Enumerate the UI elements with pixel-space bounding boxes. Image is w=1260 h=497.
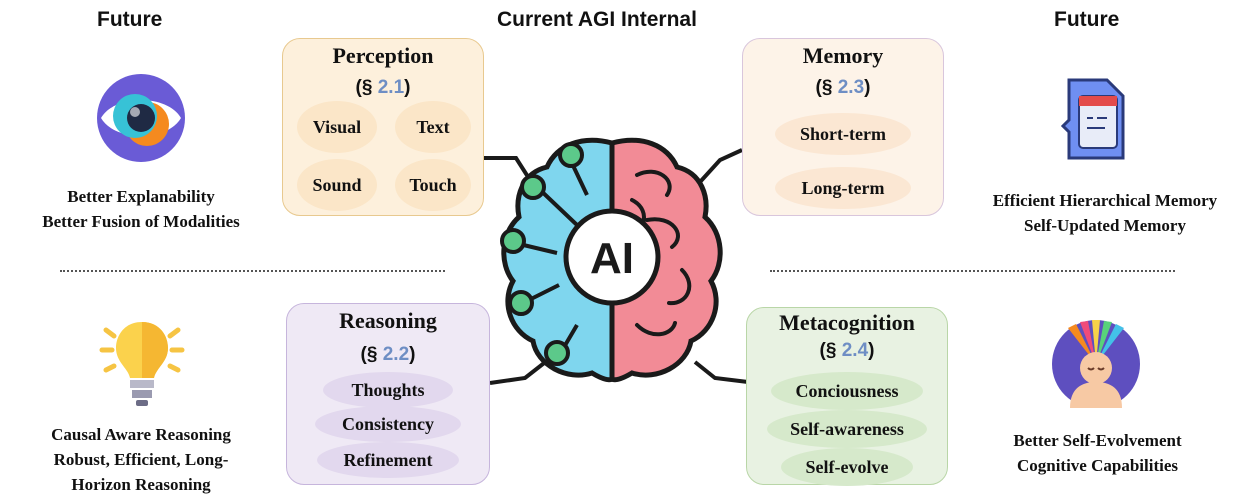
header-current-agi: Current AGI Internal bbox=[497, 8, 697, 31]
perception-item-visual: Visual bbox=[297, 101, 377, 153]
caption-perception-line-2: Better Fusion of Modalities bbox=[42, 212, 240, 231]
ai-label: AI bbox=[590, 234, 634, 283]
memory-card-icon bbox=[1061, 78, 1125, 160]
caption-reasoning-line-1: Causal Aware Reasoning bbox=[51, 425, 231, 444]
caption-reasoning-line-3: Horizon Reasoning bbox=[71, 475, 211, 494]
reasoning-card: Reasoning (§ 2.2) Thoughts Consistency R… bbox=[286, 303, 490, 485]
caption-memory-line-1: Efficient Hierarchical Memory bbox=[992, 191, 1218, 210]
metacognition-item-self-awareness: Self-awareness bbox=[767, 410, 927, 448]
metacognition-ref: (§ 2.4) bbox=[819, 340, 875, 361]
metacognition-item-self-evolve: Self-evolve bbox=[781, 448, 913, 486]
header-future-left: Future bbox=[97, 8, 163, 31]
separator-left bbox=[60, 270, 445, 272]
perception-item-touch: Touch bbox=[395, 159, 471, 211]
caption-perception-line-1: Better Explanability bbox=[67, 187, 215, 206]
perception-ref: (§ 2.1) bbox=[355, 77, 411, 98]
caption-memory-line-2: Self-Updated Memory bbox=[1024, 216, 1186, 235]
metacognition-title: Metacognition bbox=[779, 310, 915, 335]
reasoning-title: Reasoning bbox=[339, 308, 437, 333]
caption-metacognition-line-2: Cognitive Capabilities bbox=[1016, 456, 1179, 475]
meditating-person-icon bbox=[1052, 320, 1140, 408]
caption-memory: Efficient Hierarchical Memory Self-Updat… bbox=[950, 188, 1260, 238]
reasoning-item-consistency: Consistency bbox=[315, 406, 461, 442]
metacognition-card: Metacognition (§ 2.4) Conciousness Self-… bbox=[746, 307, 948, 486]
memory-item-short-term: Short-term bbox=[775, 113, 911, 155]
caption-reasoning-line-2: Robust, Efficient, Long- bbox=[53, 450, 229, 469]
eye-icon bbox=[97, 74, 185, 162]
brain-ai-icon: AI bbox=[500, 137, 723, 383]
caption-metacognition: Better Self-Evolvement Cognitive Capabil… bbox=[955, 428, 1240, 478]
reasoning-item-thoughts: Thoughts bbox=[323, 372, 453, 408]
memory-card: Memory (§ 2.3) Short-term Long-term bbox=[742, 38, 944, 216]
memory-item-long-term: Long-term bbox=[775, 167, 911, 209]
reasoning-ref: (§ 2.2) bbox=[360, 344, 416, 365]
separator-right bbox=[770, 270, 1175, 272]
caption-metacognition-line-1: Better Self-Evolvement bbox=[1013, 431, 1182, 450]
reasoning-item-refinement: Refinement bbox=[317, 442, 459, 478]
header-future-right: Future bbox=[1054, 8, 1120, 31]
perception-title: Perception bbox=[332, 43, 434, 68]
metacognition-item-conciousness: Conciousness bbox=[771, 372, 923, 410]
memory-ref: (§ 2.3) bbox=[815, 77, 871, 98]
caption-reasoning: Causal Aware Reasoning Robust, Efficient… bbox=[0, 422, 282, 497]
memory-title: Memory bbox=[802, 43, 884, 68]
perception-item-sound: Sound bbox=[297, 159, 377, 211]
caption-perception: Better Explanability Better Fusion of Mo… bbox=[0, 184, 282, 234]
perception-card: Perception (§ 2.1) Visual Text Sound Tou… bbox=[282, 38, 484, 216]
perception-item-text: Text bbox=[395, 101, 471, 153]
lightbulb-icon bbox=[99, 322, 185, 406]
